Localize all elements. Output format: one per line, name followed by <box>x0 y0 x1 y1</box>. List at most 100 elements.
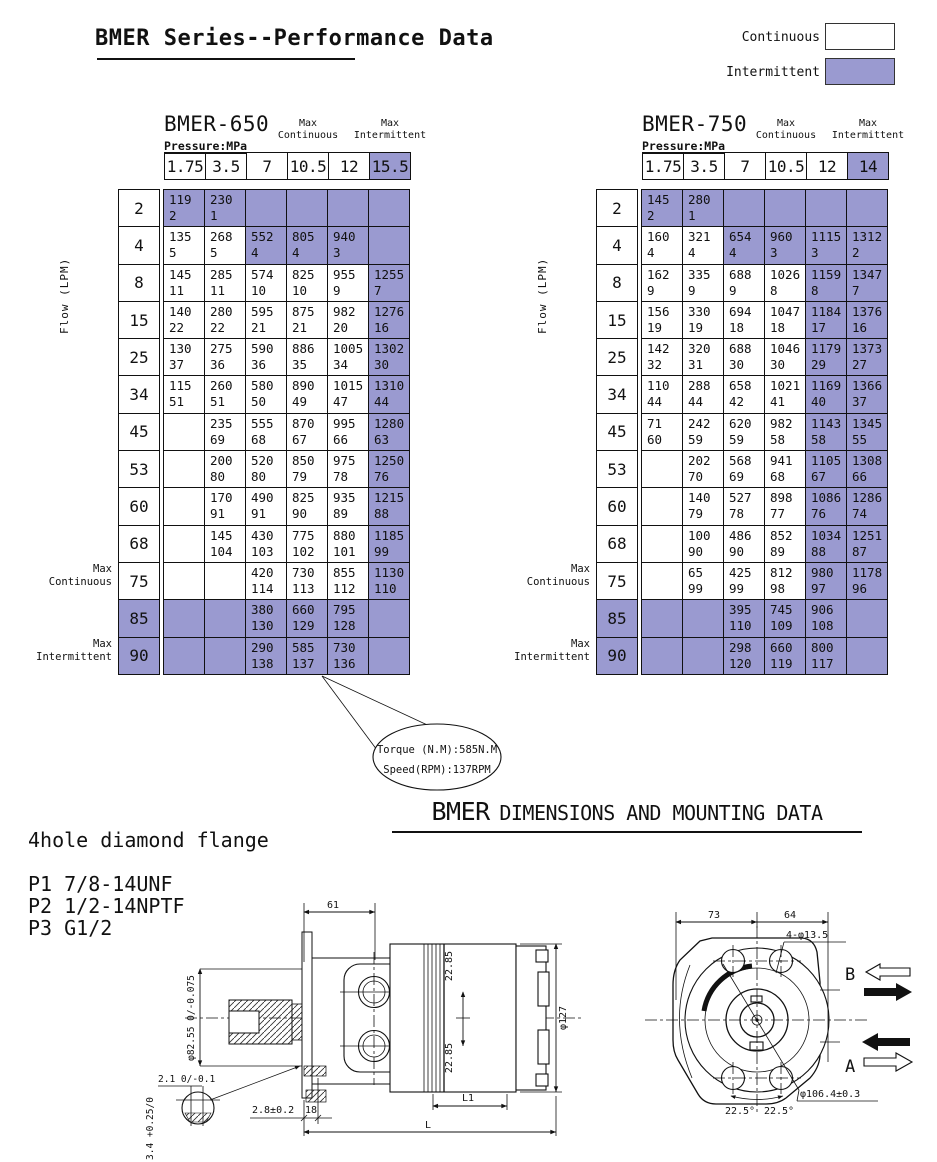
dim-key-detail: 2.1 0/-0.1 <box>158 1074 215 1085</box>
arrow-in-right-icon <box>864 983 912 1001</box>
max-continuous-row-label: Max Continuous <box>478 563 590 589</box>
data-cell <box>641 599 683 638</box>
data-cell <box>286 189 328 228</box>
flow-cell: 15 <box>596 300 638 340</box>
max-continuous-col-label: Max Continuous <box>268 118 348 142</box>
max-label: Max <box>571 638 590 650</box>
max-continuous-col-label: Max Continuous <box>746 118 826 142</box>
dim-L1: L1 <box>462 1093 474 1104</box>
pressure-cell: 7 <box>724 152 766 180</box>
dim-spigot: 2.8±0.2 <box>252 1105 294 1116</box>
title-underline <box>97 58 355 60</box>
data-cell <box>204 636 246 675</box>
motor-side-view-dimensions: 61 φ82.55 0/-0.075 22.85 22.85 φ127 L1 L… <box>145 900 569 1160</box>
legend-intermittent-label: Intermittent <box>726 65 820 80</box>
pressure-cell: 10.5 <box>287 152 329 180</box>
angle-left: 22.5° <box>725 1106 755 1117</box>
max-label: Max <box>776 118 796 129</box>
data-cell <box>163 636 205 675</box>
flow-cell: 90 <box>118 636 160 675</box>
arrow-in-left-icon <box>862 1033 910 1051</box>
pressure-cell: 10.5 <box>765 152 807 180</box>
max-intermittent-row-label: Max Intermittent <box>478 638 590 664</box>
data-cell <box>327 189 369 228</box>
pressure-cell: 1.75 <box>642 152 684 180</box>
torque-speed-callout: Torque (N.M):585N.M Speed(RPM):137RPM <box>321 675 502 791</box>
flow-direction-arrows: B A <box>845 963 914 1077</box>
dim-port-offset-top: 22.85 <box>444 951 455 981</box>
flow-cell: 34 <box>596 375 638 414</box>
pressure-cell: 15.5 <box>369 152 411 180</box>
dim-shaft-diameter: φ82.55 0/-0.075 <box>186 975 197 1061</box>
table-header: BMER-650 Max Continuous Max Intermittent… <box>164 112 426 189</box>
table-bmer-750: Flow (LPM) Max Continuous Max Intermitte… <box>514 112 904 675</box>
data-cell <box>805 189 847 228</box>
section-title-main: BMER <box>431 797 490 826</box>
data-cell <box>204 561 246 601</box>
callout-speed-text: Speed(RPM):137RPM <box>383 764 490 776</box>
data-cell <box>163 450 205 489</box>
flow-cell: 25 <box>596 338 638 377</box>
note-port-p2: P2 1/2-14NPTF <box>28 894 185 918</box>
pressure-cell: 3.5 <box>205 152 247 180</box>
dim-L: L <box>425 1120 431 1131</box>
data-cell <box>682 636 724 675</box>
dim-body-diameter: φ127 <box>558 1006 569 1030</box>
legend-intermittent-swatch <box>825 58 895 85</box>
data-cell <box>368 226 410 265</box>
data-cell <box>641 450 683 489</box>
port-b-label: B <box>845 965 855 985</box>
pressure-cell: 12 <box>328 152 370 180</box>
flow-cell: 53 <box>596 450 638 489</box>
